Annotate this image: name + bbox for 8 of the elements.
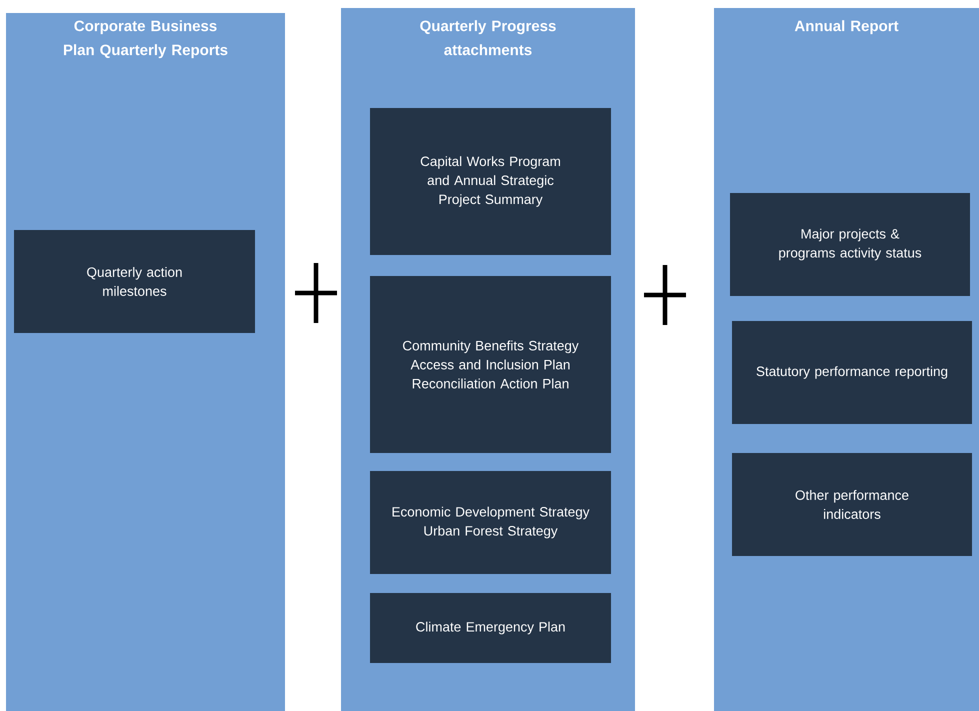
text-box: Capital Works Program and Annual Strategic Project Summary [370, 108, 611, 255]
text-box: Other performance indicators [732, 453, 972, 556]
text-box: Quarterly action milestones [14, 230, 255, 333]
text-box: Economic Development Strategy Urban Forest Strategy [370, 471, 611, 574]
text-box: Major projects & programs activity status [730, 193, 970, 296]
text-box: Statutory performance reporting [732, 321, 972, 424]
text-box: Community Benefits Strategy Access and Inclusion Plan Reconciliation Action Plan [370, 276, 611, 453]
text-box: Climate Emergency Plan [370, 593, 611, 663]
